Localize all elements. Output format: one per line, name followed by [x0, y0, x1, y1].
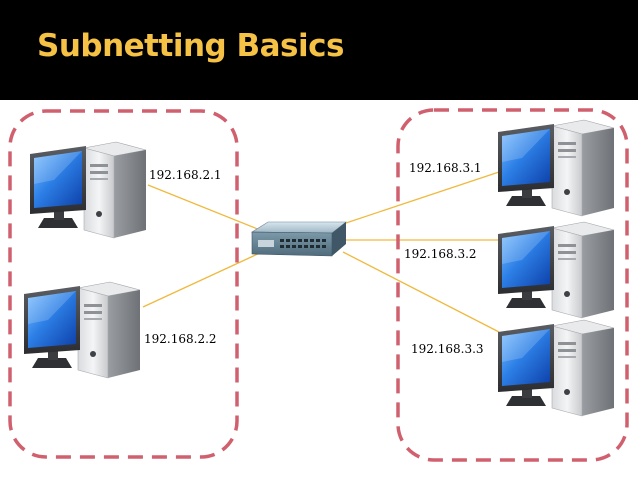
ip-label: 192.168.2.1 [149, 168, 222, 182]
desktop-computer-icon [29, 141, 147, 239]
network-switch-icon [250, 221, 347, 257]
ip-label: 192.168.3.1 [409, 161, 482, 175]
ip-label: 192.168.3.2 [404, 247, 477, 261]
desktop-computer-icon [497, 119, 615, 217]
title-bar [0, 0, 638, 100]
desktop-computer-icon [497, 319, 615, 417]
ip-label: 192.168.3.3 [411, 342, 484, 356]
desktop-computer-icon [23, 281, 141, 379]
slide-title: Subnetting Basics [37, 28, 344, 64]
link-line-192-168-2-2 [142, 251, 263, 308]
subnet-boundary-right [396, 108, 629, 462]
desktop-computer-icon [497, 221, 615, 319]
link-line-192-168-3-3 [342, 251, 500, 333]
link-line-192-168-2-1 [147, 184, 266, 233]
ip-label: 192.168.2.2 [144, 332, 217, 346]
link-line-192-168-3-1 [342, 171, 500, 225]
link-lines [142, 171, 500, 333]
subnet-boundary-left [8, 109, 239, 459]
